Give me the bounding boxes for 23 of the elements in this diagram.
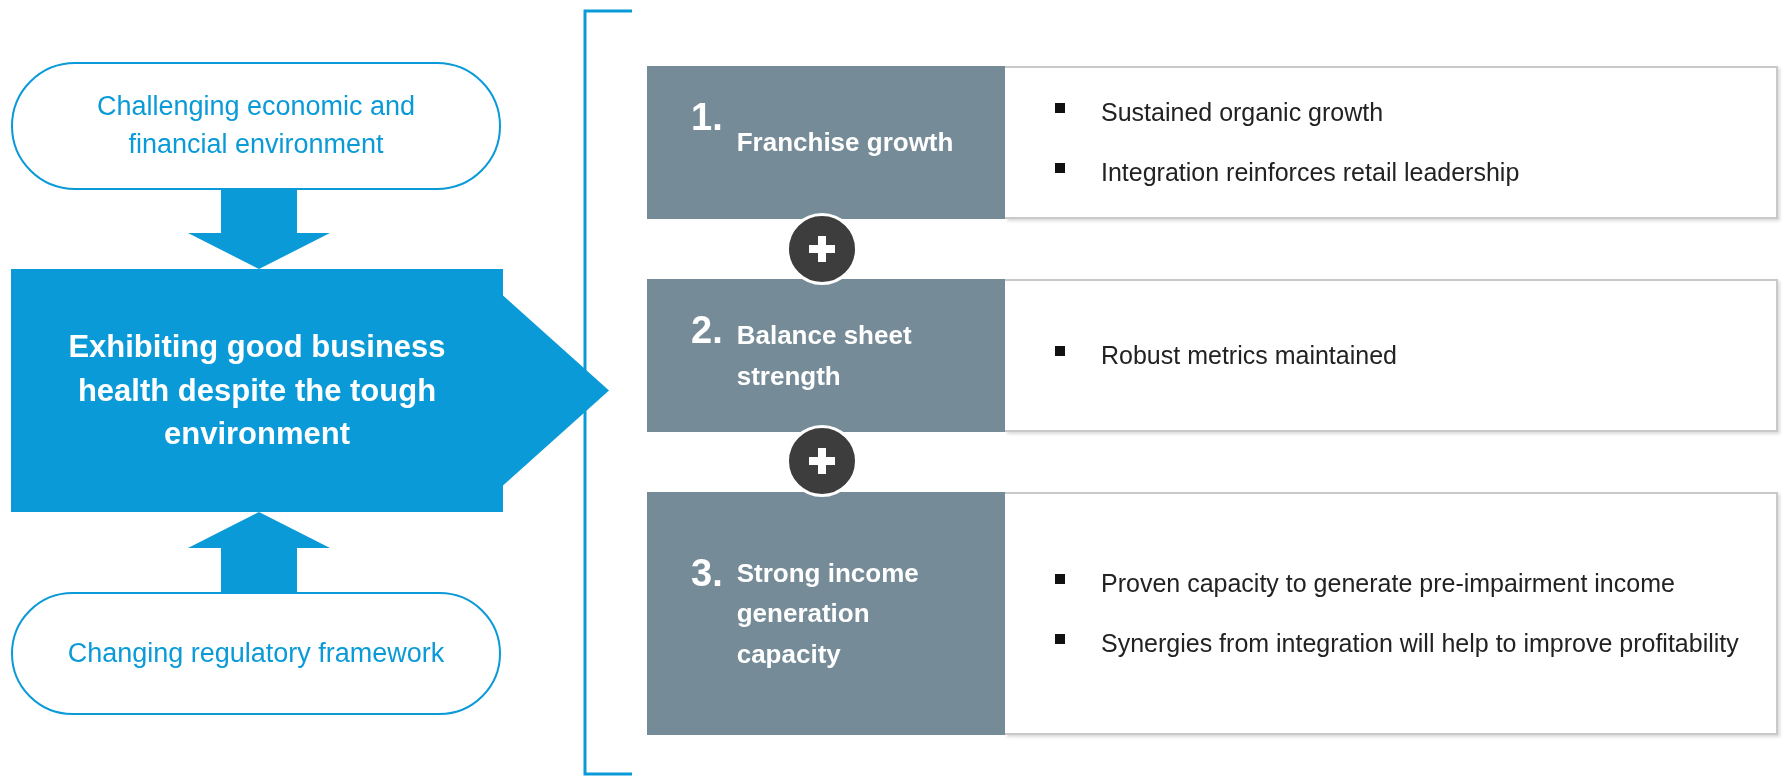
step-header — [647, 66, 1005, 219]
bullet-text: Sustained organic growth — [1101, 97, 1384, 128]
bullet-text: Integration reinforces retail leadership — [1101, 156, 1520, 188]
block-arrow — [188, 512, 330, 592]
bullet-panel — [1005, 279, 1778, 432]
block-arrow — [188, 190, 330, 269]
node-text: Changing regulatory framework — [67, 636, 445, 670]
node-text: Exhibiting good business health despite the tough environment — [67, 328, 447, 454]
bullet-panel — [1005, 492, 1778, 735]
step-number: 1. — [691, 96, 723, 139]
bullet-text: Robust metrics maintained — [1101, 339, 1397, 371]
step-number: 2. — [691, 309, 723, 352]
step-title: Strong income generation capacity — [736, 557, 920, 671]
step-number: 3. — [691, 552, 723, 595]
bullet-text: Proven capacity to generate pre-impairment income — [1101, 568, 1675, 599]
step-header — [647, 492, 1005, 735]
block-arrow — [503, 295, 609, 486]
step-title: Franchise growth — [736, 126, 954, 160]
step-title: Balance sheet strength — [736, 319, 913, 393]
bullet-panel — [1005, 66, 1778, 219]
step-header — [647, 279, 1005, 432]
node-text: Challenging economic and financial environment — [95, 90, 417, 161]
bullet-text: Synergies from integration will help to improve profitability — [1101, 627, 1739, 659]
